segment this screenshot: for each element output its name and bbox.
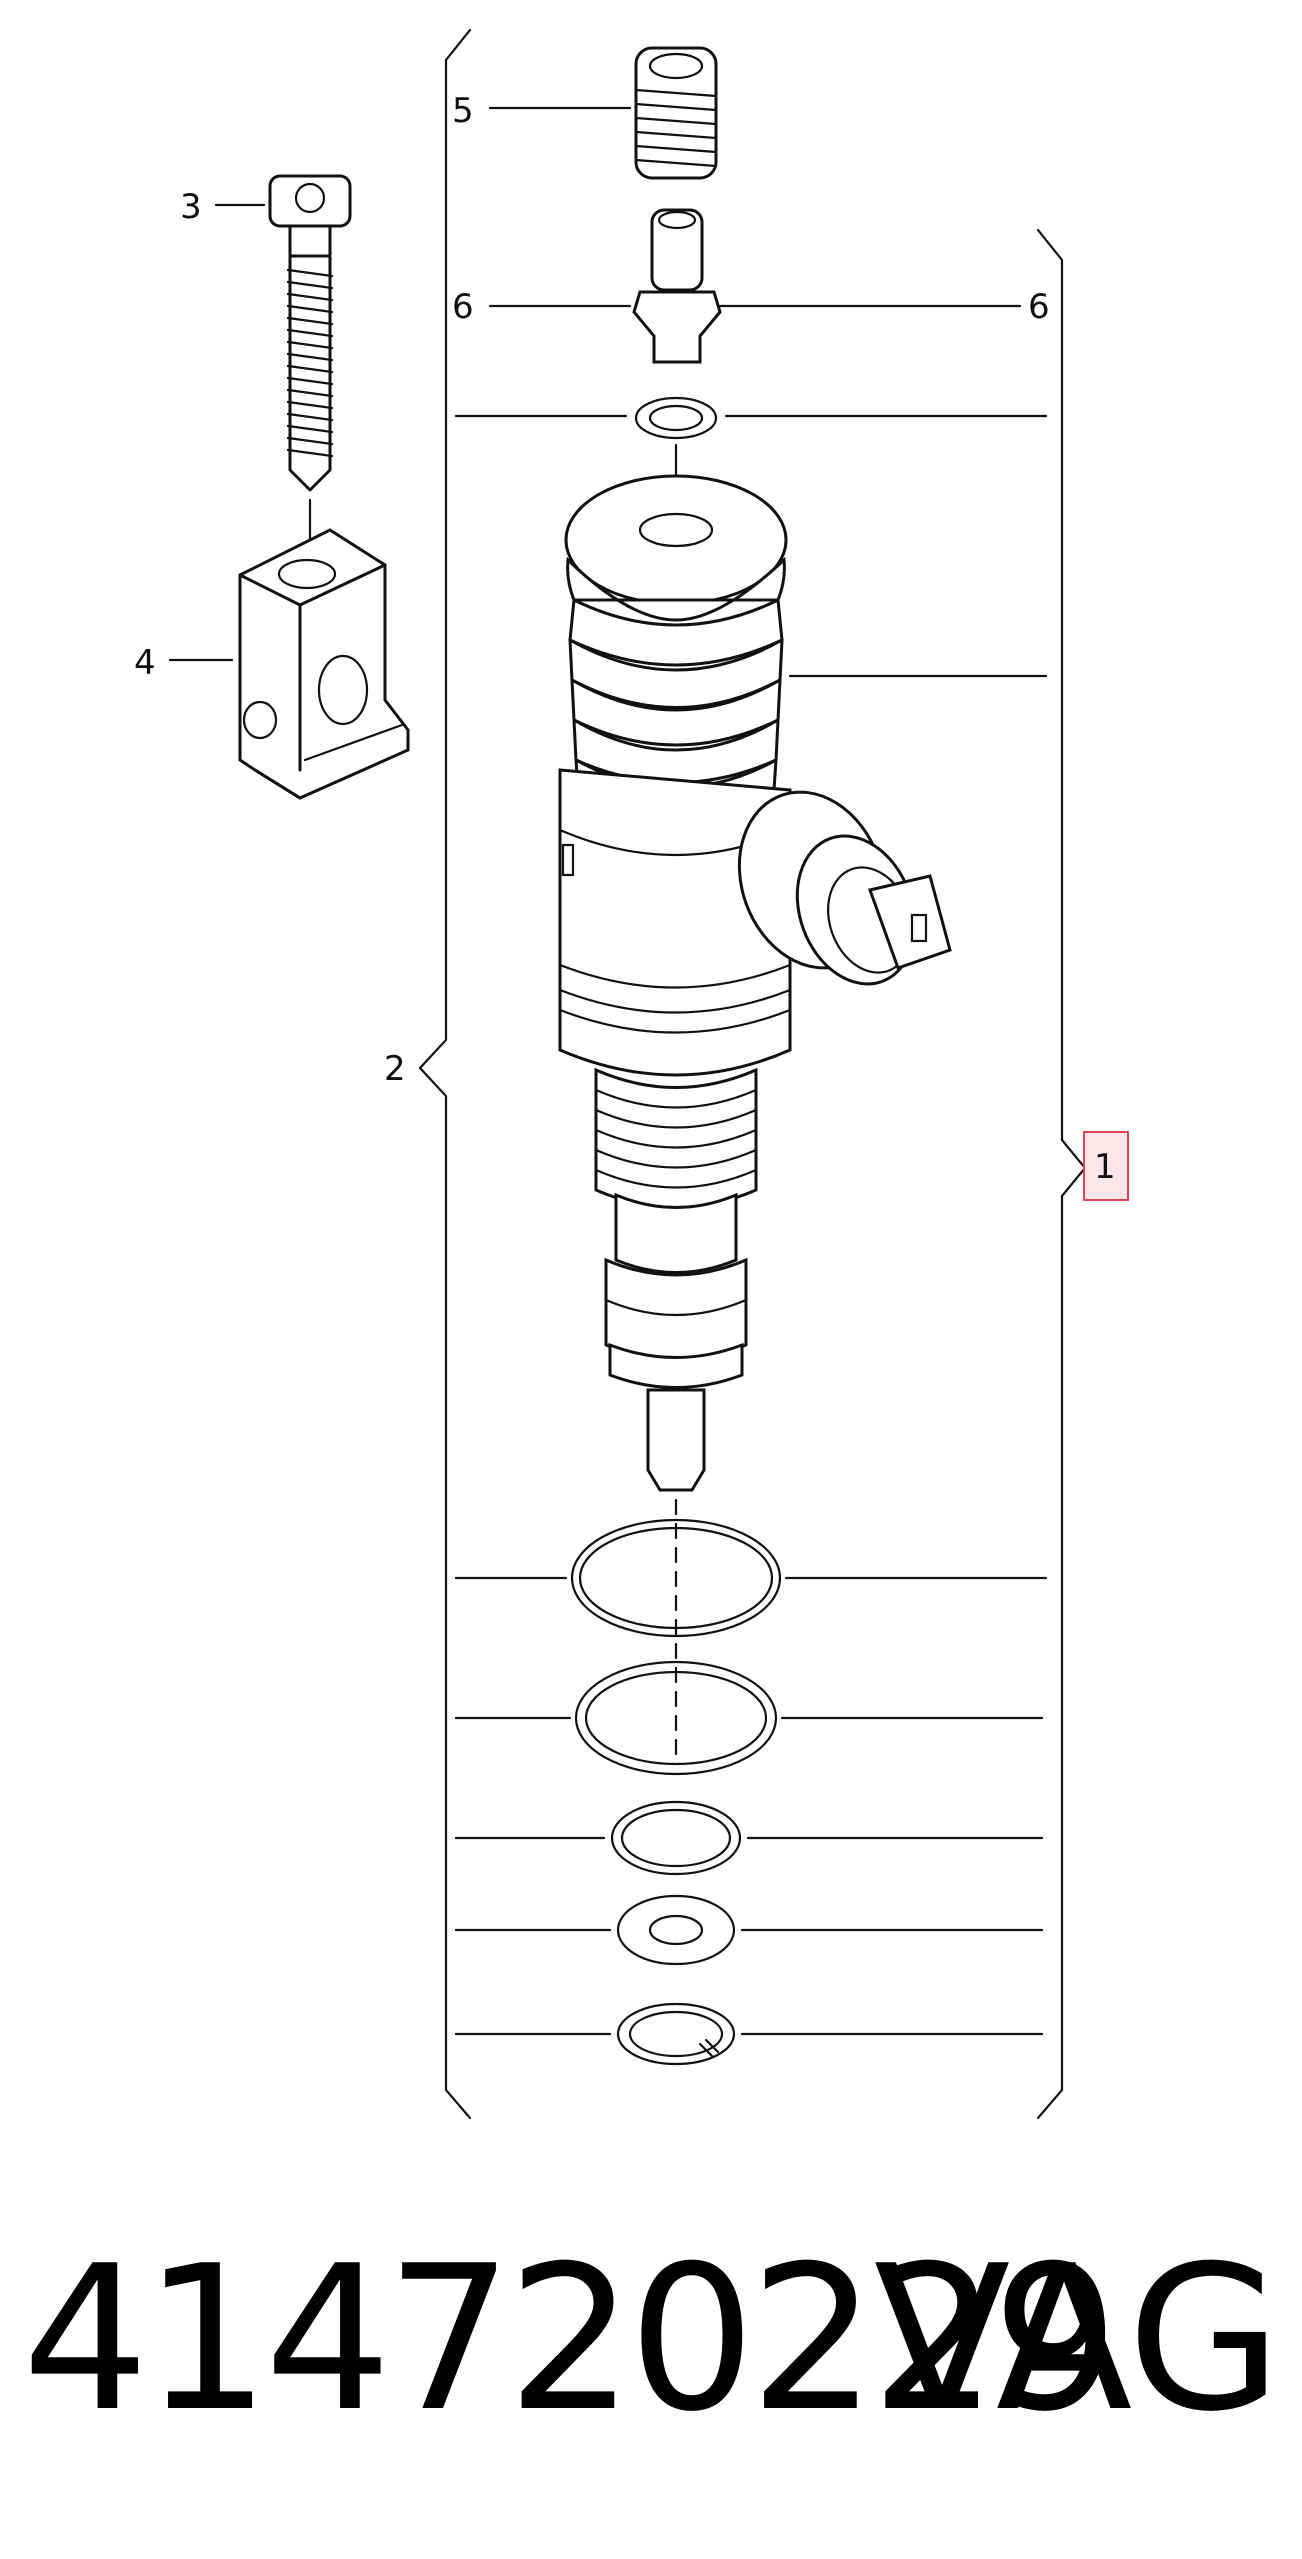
callout-1-highlight — [1083, 1131, 1129, 1201]
brace-2 — [418, 28, 472, 2120]
injector-body — [558, 474, 952, 1492]
callout-6-left: 6 — [452, 287, 474, 327]
seal-5 — [616, 2002, 736, 2066]
seal-2 — [574, 1660, 778, 1776]
seal-3 — [610, 1800, 742, 1876]
seal-4 — [616, 1894, 736, 1966]
callout-6-right: 6 — [1028, 287, 1050, 327]
callout-5: 5 — [452, 91, 474, 131]
seal-5-inner — [628, 2010, 724, 2058]
seal-3-inner — [620, 1808, 732, 1868]
seal-5-split — [698, 2038, 720, 2058]
footer: 414720229 VAG — [0, 2215, 1302, 2465]
seal-1 — [570, 1518, 782, 1638]
seal-4-inner — [648, 1914, 704, 1946]
callout-4: 4 — [134, 643, 156, 683]
part-number: 414720229 — [22, 2223, 1119, 2456]
ball-pin-6 — [632, 208, 722, 364]
seal-top — [634, 396, 718, 440]
clamp-4 — [238, 528, 410, 800]
brand-name: VAG — [873, 2223, 1282, 2456]
seal-top-inner — [648, 404, 704, 432]
seal-2-inner — [584, 1670, 768, 1766]
callout-1: 1 — [1094, 1147, 1116, 1187]
callout-2: 2 — [384, 1049, 406, 1089]
connector — [737, 790, 952, 986]
exploded-parts-diagram: 5 3 6 6 4 2 1 — [134, 28, 1129, 2120]
seal-1-inner — [578, 1526, 774, 1630]
bolt-3 — [268, 174, 352, 572]
brace-1 — [1036, 228, 1087, 2120]
callout-3: 3 — [180, 187, 202, 227]
adjusting-screw-5 — [634, 46, 718, 180]
